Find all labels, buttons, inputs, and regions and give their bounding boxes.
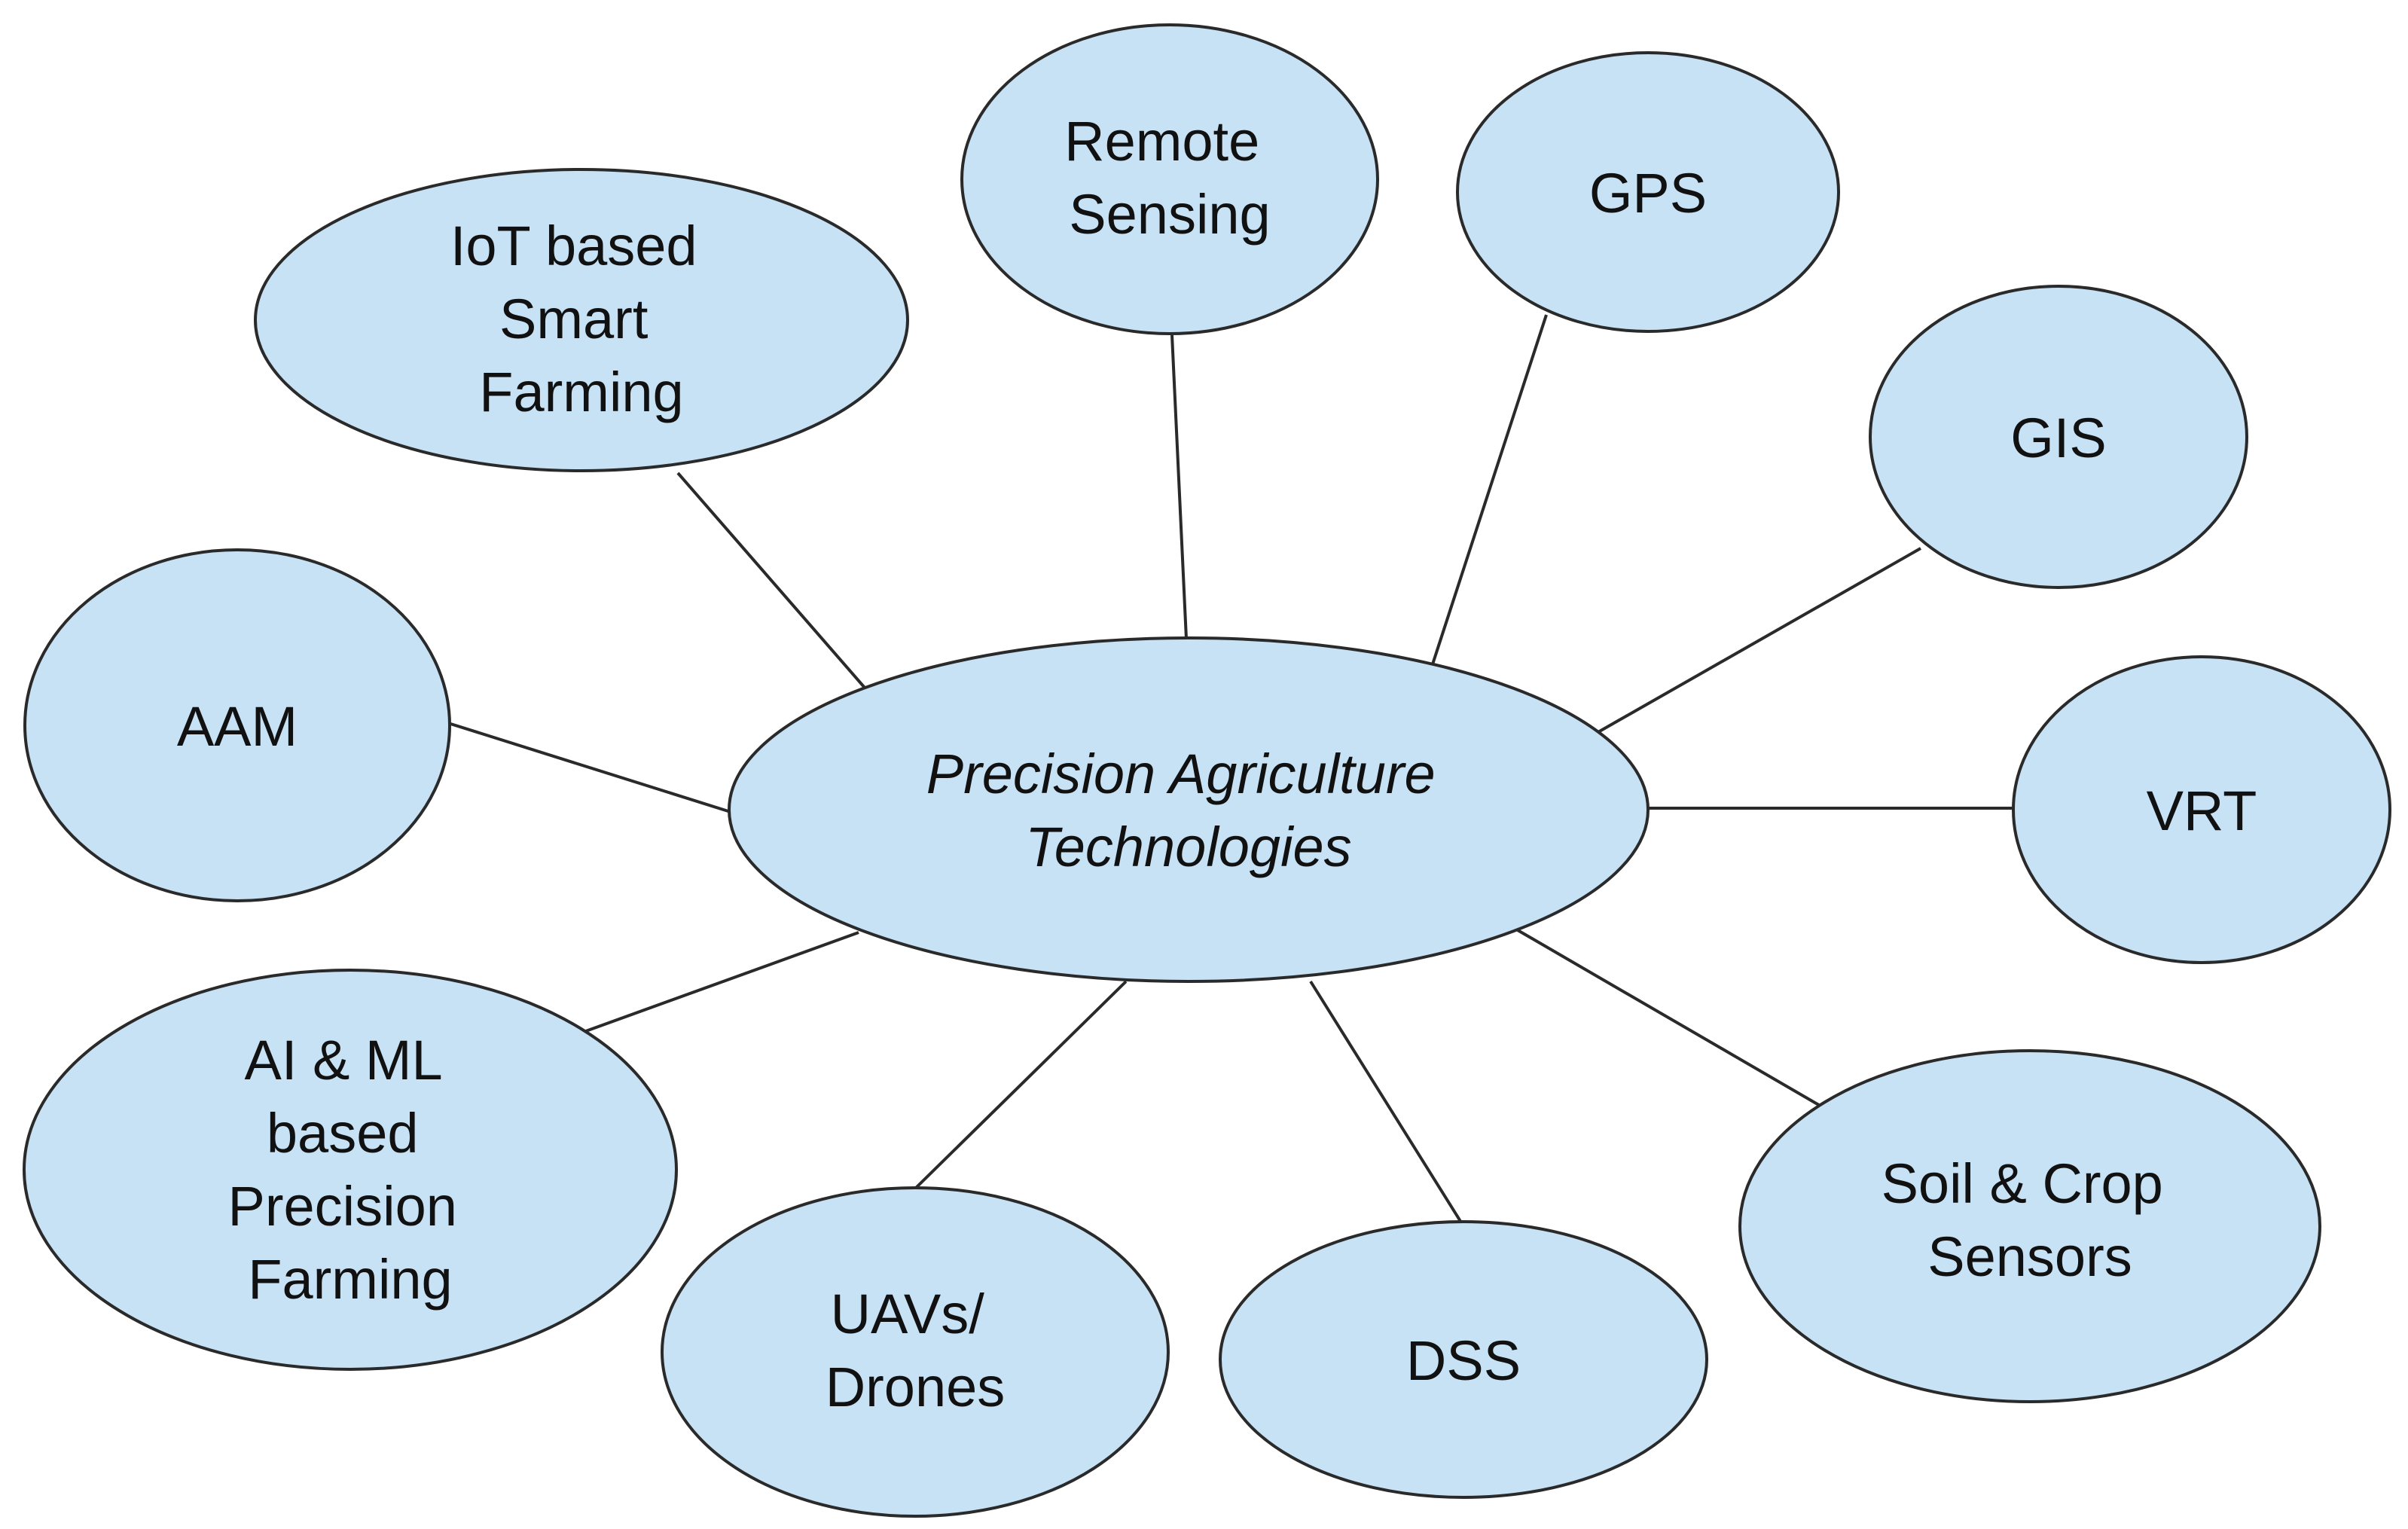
node-label: AI & ML based Precision Farming [228, 1029, 473, 1311]
node-label-line: DSS [1406, 1329, 1521, 1392]
connector-dss [1309, 980, 1463, 1224]
node-uavs-drones-ellipse [661, 1186, 1170, 1518]
node-label-line: based [267, 1102, 419, 1164]
node-uavs-drones: UAVs/ Drones [661, 1186, 1170, 1518]
connector-remote-sensing [1170, 334, 1188, 639]
node-label: Soil & Crop Sensors [1882, 1152, 2179, 1288]
node-label-line: Precision [228, 1175, 457, 1238]
center-node-label-line: Precision Agriculture [926, 743, 1436, 805]
node-soil-crop-sensors-ellipse [1738, 1049, 2321, 1403]
connector-iot-smart-farming [676, 472, 866, 689]
node-remote-sensing-ellipse [960, 23, 1379, 335]
node-label-line: Soil & Crop [1882, 1152, 2163, 1215]
node-iot-smart-farming: IoT based Smart Farming [254, 168, 909, 472]
node-label-line: Remote [1064, 110, 1259, 172]
connector-gis [1596, 547, 1921, 734]
node-label: GPS [1589, 162, 1707, 224]
node-label: DSS [1406, 1329, 1521, 1392]
node-aam-ellipse [23, 548, 451, 902]
node-label-line: Sensors [1927, 1225, 2132, 1288]
node-gis-ellipse [1869, 285, 2248, 589]
node-gps: GPS [1456, 51, 1840, 333]
center-node-label-line: Technologies [1025, 816, 1351, 878]
node-label-line: AAM [177, 695, 298, 758]
node-aam: AAM [23, 548, 451, 902]
node-label: GIS [2010, 407, 2106, 469]
connectors [447, 314, 2013, 1224]
node-label: VRT [2147, 780, 2257, 842]
node-iot-smart-farming-ellipse [254, 168, 909, 472]
node-label-line: GIS [2010, 407, 2106, 469]
connector-soil-crop-sensors [1516, 929, 1824, 1109]
node-label-line: IoT based [450, 215, 697, 277]
center-node-label: Precision Agriculture Technologies [926, 743, 1451, 878]
node-label-line: UAVs/ [831, 1283, 985, 1345]
connector-uavs-drones [914, 980, 1128, 1190]
node-ai-ml-precision-farming-ellipse [23, 969, 678, 1371]
node-label-line: AI & ML [244, 1029, 441, 1091]
connector-aam [447, 722, 731, 813]
node-remote-sensing: Remote Sensing [960, 23, 1379, 335]
node-dss: DSS [1219, 1220, 1708, 1499]
node-label: IoT based Smart Farming [450, 215, 713, 423]
node-gis: GIS [1869, 285, 2248, 589]
node-label-line: VRT [2147, 780, 2257, 842]
node-label-line: Drones [826, 1356, 1006, 1418]
connector-gps [1430, 314, 1548, 670]
node-label-line: Sensing [1069, 183, 1270, 246]
node-soil-crop-sensors: Soil & Crop Sensors [1738, 1049, 2321, 1403]
center-node-ellipse [728, 636, 1650, 983]
node-label-line: Smart [499, 288, 649, 350]
node-gps-ellipse [1456, 51, 1840, 333]
node-ai-ml-precision-farming: AI & ML based Precision Farming [23, 969, 678, 1371]
node-vrt: VRT [2012, 655, 2391, 964]
node-label-line: Farming [248, 1248, 452, 1311]
node-label: AAM [177, 695, 298, 758]
node-label-line: Farming [479, 361, 683, 423]
node-label: Remote Sensing [1064, 110, 1275, 246]
node-label: UAVs/ Drones [826, 1283, 1006, 1418]
node-label-line: GPS [1589, 162, 1707, 224]
node-vrt-ellipse [2012, 655, 2391, 964]
node-dss-ellipse [1219, 1220, 1708, 1499]
connector-ai-ml-precision-farming [583, 931, 859, 1033]
center-node: Precision Agriculture Technologies [728, 636, 1650, 983]
